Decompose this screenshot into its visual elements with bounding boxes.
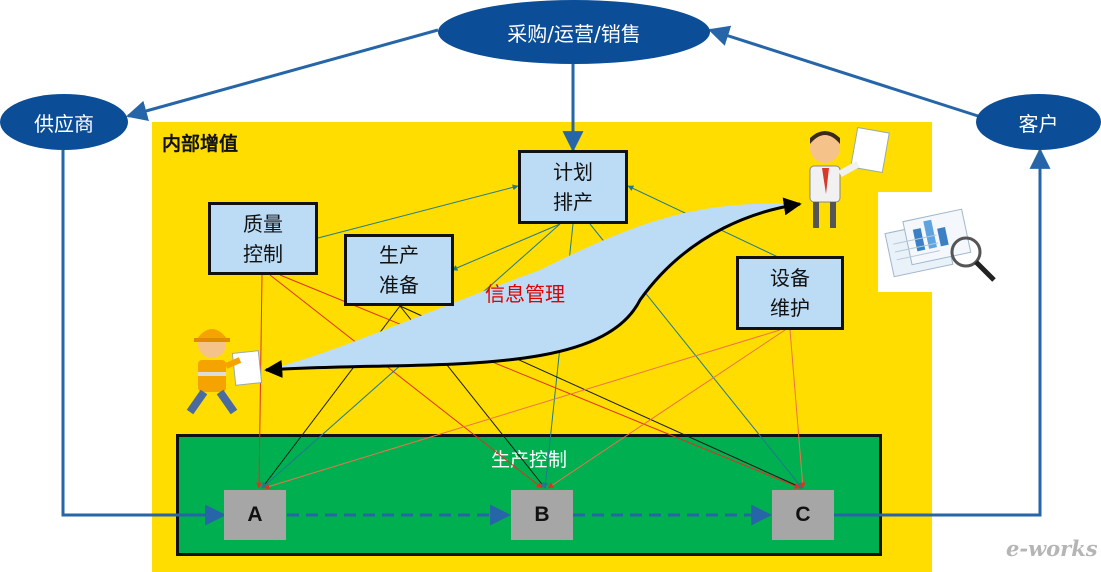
quality-control-box: 质量 控制 — [208, 202, 318, 275]
link-maintenance-to-c — [789, 329, 806, 489]
maintenance-box: 设备 维护 — [736, 256, 844, 330]
flow-c-to-customer — [834, 147, 1051, 517]
ops-node: 采购/运营/销售 — [438, 0, 710, 64]
maintenance-line-1: 设备 — [770, 266, 810, 290]
preparation-line-2: 准备 — [379, 273, 419, 297]
production-control-label: 生产控制 — [490, 449, 567, 471]
flow-ops-to-supplier — [125, 28, 439, 122]
link-quality-to-planning — [317, 184, 519, 239]
ops-node-label: 采购/运营/销售 — [507, 21, 641, 46]
planning-line-2: 排产 — [553, 190, 593, 214]
supplier-node-label: 供应商 — [34, 111, 94, 136]
stage-c-node: C — [772, 490, 834, 540]
flow-supplier-to-a — [61, 150, 227, 526]
internal-value-title: 内部增值 — [162, 133, 239, 155]
eworks-watermark: e-works — [1006, 536, 1098, 561]
stage-b-node: B — [511, 490, 573, 540]
maintenance-line-2: 维护 — [770, 296, 810, 320]
customer-node: 客户 — [976, 94, 1101, 150]
customer-node-label: 客户 — [1018, 111, 1059, 136]
planning-line-1: 计划 — [553, 160, 593, 184]
quality-line-2: 控制 — [243, 241, 283, 266]
quality-line-1: 质量 — [243, 211, 283, 236]
planning-box: 计划 排产 — [518, 150, 628, 224]
info-flow-arrow — [264, 197, 802, 378]
report-documents-icon — [878, 192, 1006, 292]
info-management-label: 信息管理 — [485, 282, 565, 306]
stage-a-node: A — [224, 490, 286, 540]
supplier-node: 供应商 — [0, 94, 128, 150]
preparation-line-1: 生产 — [379, 243, 419, 267]
flow-customer-to-ops — [708, 25, 979, 118]
link-planning-to-preparation — [451, 223, 561, 271]
production-prep-box: 生产 准备 — [344, 234, 454, 306]
manager-figure-icon — [809, 126, 890, 228]
worker-figure-icon — [186, 329, 263, 415]
